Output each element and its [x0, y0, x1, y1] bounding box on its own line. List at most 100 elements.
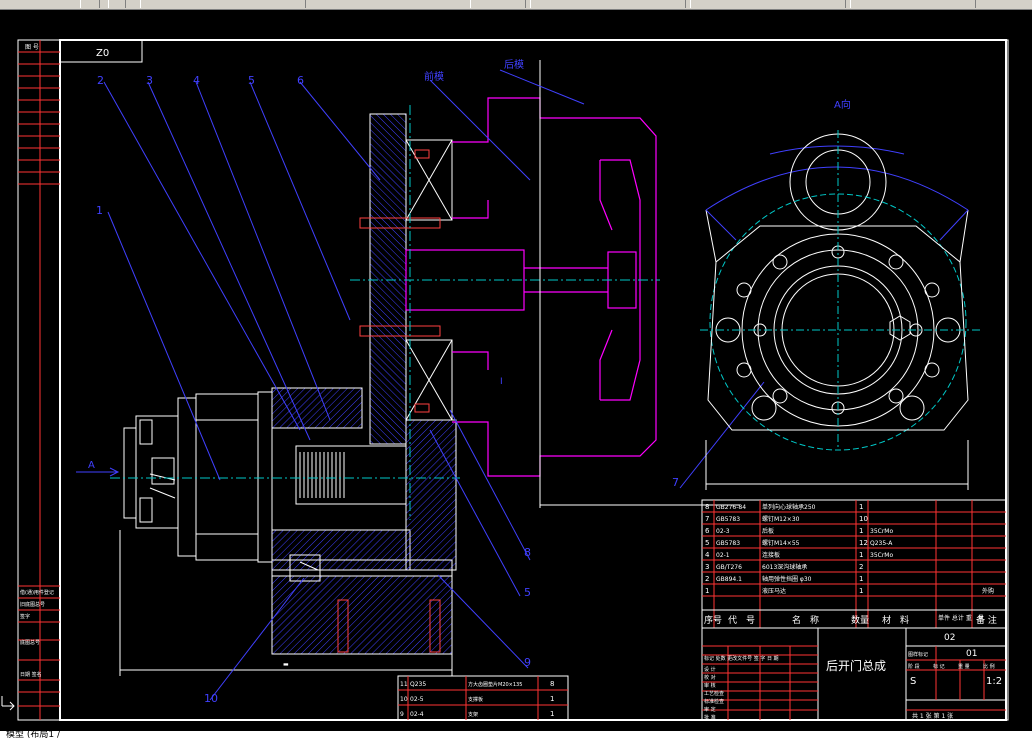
sheet-code: Z0	[96, 48, 109, 59]
callout-9: 9	[524, 656, 531, 669]
bom-row-qty: 2	[859, 563, 863, 571]
callout-3: 3	[146, 74, 153, 87]
toolbar-dropdown-layer[interactable]	[140, 0, 306, 8]
bom-lower-no: 9	[400, 711, 404, 718]
bom-lower-table	[397, 675, 569, 721]
bom-row-code: GB894.1	[716, 576, 742, 583]
bom-row-material: Q235-A	[870, 540, 893, 547]
bom-row-code: GB/T276	[716, 564, 742, 571]
bolts	[337, 149, 441, 653]
titleblock-row-label: 批 准	[704, 714, 716, 721]
center-mark: I	[500, 377, 503, 387]
callout-5: 5	[248, 74, 255, 87]
dim-width-text: ▬	[283, 661, 289, 668]
left-strip-label-3: 签字	[20, 613, 30, 620]
center-lines	[110, 105, 660, 520]
bom-lower-name: 支撑板	[468, 696, 483, 703]
titleblock-right-header: 阶 段标 记重 量比 例	[908, 663, 995, 670]
titleblock-row-label: 校 对	[704, 674, 716, 681]
toolbar-dropdown-lineweight[interactable]	[690, 0, 846, 8]
titleblock-right-header-cell: 标 记	[933, 663, 945, 670]
bom-lower-qty: 1	[550, 710, 554, 718]
bom-row-code: GB5783	[716, 516, 740, 523]
label-rear-mould: 后模	[504, 59, 524, 71]
bom-row-name: 单列向心球轴承250	[762, 503, 816, 511]
svg-text:单件 总计 重 量: 单件 总计 重 量	[938, 614, 984, 622]
housing-section	[271, 113, 457, 655]
bom-row-name: 螺钉M14×55	[762, 539, 800, 547]
callout-7: 7	[672, 476, 679, 489]
callout-6: 6	[297, 74, 304, 87]
label-front-mould: 前模	[424, 70, 444, 83]
bom-row-code: 02-3	[716, 528, 730, 535]
left-strip-label-2: 旧底图总号	[20, 601, 45, 608]
toolbar-dropdown-linetype[interactable]	[530, 0, 686, 8]
callout-leaders	[103, 69, 765, 701]
view-a-dimension	[705, 440, 969, 490]
bom-row-qty: 1	[859, 575, 863, 583]
bom-table	[701, 499, 1007, 629]
left-strip-label-1: 借(通)用件登记	[20, 589, 54, 596]
titleblock-right-header-cell: 阶 段	[908, 663, 920, 670]
bom-lower-no: 10	[400, 696, 408, 703]
rev-headers: 标记 处数 更改文件号 签 字 日 期	[704, 655, 779, 662]
toolbar-dropdown-plotstyle[interactable]	[850, 0, 976, 8]
svg-text:名 称: 名 称	[792, 614, 819, 626]
view-arrow	[76, 467, 120, 477]
bom-row-qty: 12	[859, 539, 868, 547]
bom-row-code: 02-1	[716, 552, 730, 559]
command-line[interactable]: 模型 (布局1 /	[0, 731, 1032, 740]
output-shaft	[271, 445, 453, 582]
titleblock-row-label: 审 定	[704, 706, 716, 713]
cad-drawing-canvas[interactable]: Z0 图 号 借(通)用件登记 旧底图总号 签字 底图总号 日期 签名	[0, 9, 1032, 731]
bom-row-no: 8	[705, 503, 709, 511]
left-strip-label-5: 日期 签名	[20, 671, 42, 678]
left-strip-label-4: 底图总号	[20, 639, 40, 646]
callout-2: 2	[97, 74, 104, 87]
bom-lower-code: Q235	[410, 681, 426, 688]
bom-row-no: 5	[705, 539, 709, 547]
view-a-centerlines	[700, 130, 980, 450]
bom-row-code: GB276-84	[716, 504, 746, 511]
bom-row-qty: 1	[859, 587, 863, 595]
titleblock-right-header-cell: 重 量	[958, 663, 970, 670]
bom-lower-name: 方大齿圈垫片M20×135	[468, 681, 522, 688]
bom-row-qty: 1	[859, 503, 863, 511]
hydraulic-motor	[123, 391, 273, 563]
bom-row-qty: 1	[859, 551, 863, 559]
left-margin-strip	[17, 39, 61, 721]
callout-1: 1	[96, 204, 103, 217]
toolbar-dropdown-color[interactable]	[470, 0, 526, 8]
bom-row-qty: 1	[859, 527, 863, 535]
view-a-label: A向	[834, 98, 851, 111]
toolbar-icon-a[interactable]	[80, 0, 100, 8]
autocad-toolbar-strip	[0, 0, 1032, 10]
part-number: 01	[966, 649, 977, 659]
bom-lower-no: 11	[400, 681, 408, 688]
bom-row-name: 6013深沟球轴承	[762, 563, 807, 571]
ucs-icon	[1, 696, 15, 711]
bom-row-material: 35CrMo	[870, 528, 893, 535]
bom-lower-qty: 1	[550, 695, 554, 703]
titleblock-row-label: 设 计	[704, 666, 716, 673]
bom-row-no: 7	[705, 515, 709, 523]
bom-header: 序号 代 号 名 称 数量 材 料 单件 总计 重 量 备 注	[704, 614, 997, 626]
bom-row-name: 后板	[762, 527, 774, 535]
view-a-flange	[705, 133, 969, 451]
bom-row-no: 3	[705, 563, 709, 571]
bom-row-no: 1	[705, 587, 709, 595]
toolbar-icon-b[interactable]	[108, 0, 126, 8]
callout-10: 10	[204, 692, 218, 705]
svg-text:代 号: 代 号	[728, 615, 755, 626]
bom-row-name: 螺钉M12×30	[762, 515, 800, 523]
callout-4: 4	[193, 74, 200, 87]
svg-text:数量: 数量	[851, 614, 869, 626]
drawing-title: 后开门总成	[826, 658, 886, 673]
bom-row-no: 2	[705, 575, 709, 583]
bom-row-name: 连接板	[762, 551, 780, 559]
bom-row-name: 轴用弹性挡圈 φ30	[762, 575, 812, 583]
bom-row-note: 外购	[982, 587, 994, 595]
